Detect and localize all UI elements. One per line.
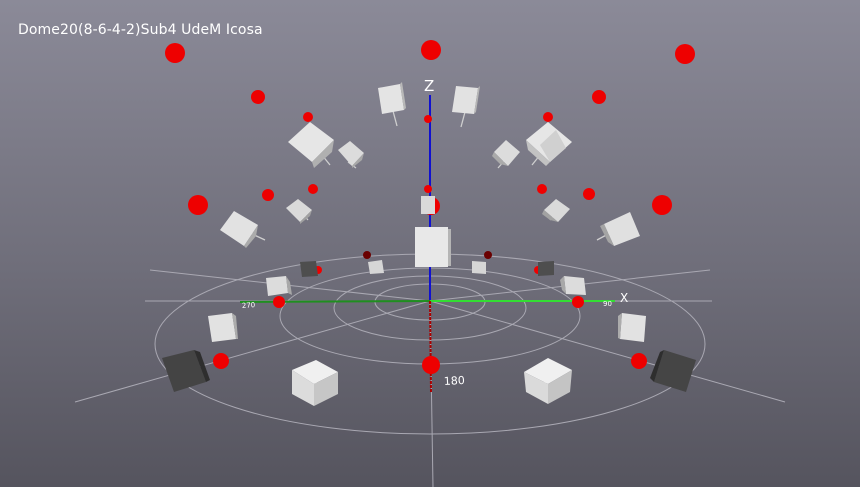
speaker-cube-dark-left[interactable] — [162, 350, 210, 392]
speaker-sphere-top-left[interactable] — [165, 43, 185, 63]
speaker-cubes-dark — [162, 261, 696, 392]
angle-label-left: 270 — [242, 301, 256, 310]
speaker-sphere-mid-inner-right[interactable] — [583, 188, 595, 200]
speaker-cube-low-back-left[interactable] — [368, 260, 384, 274]
speaker-sphere-back-dark-right[interactable] — [484, 251, 492, 259]
speaker-sphere-mid-back-right[interactable] — [537, 184, 547, 194]
speaker-sphere-center-back[interactable] — [424, 185, 432, 193]
speaker-cubes — [208, 82, 646, 406]
grid-radial-front — [429, 300, 434, 487]
grid-radial-left-front — [74, 300, 431, 403]
speaker-sphere-mid-left[interactable] — [188, 195, 208, 215]
speaker-sphere-upper-left[interactable] — [251, 90, 265, 104]
speaker-sphere-front-right[interactable] — [631, 353, 647, 369]
grid-radial-right-front — [429, 300, 786, 403]
speaker-cube-mid-inner-left[interactable] — [286, 199, 312, 224]
speaker-sphere-upper-right[interactable] — [592, 90, 606, 104]
speaker-cube-mid-inner-right[interactable] — [542, 199, 570, 222]
speaker-cube-dark-right[interactable] — [650, 350, 696, 392]
speaker-cube-dark-back-left[interactable] — [300, 261, 318, 277]
speaker-sphere-upper-inner-left[interactable] — [303, 112, 313, 122]
speaker-cube-upper-inner-left[interactable] — [338, 141, 364, 168]
x-axis-label: X — [620, 291, 628, 305]
speaker-sphere-upper-inner-right[interactable] — [543, 112, 553, 122]
speaker-cube-low-right[interactable] — [560, 276, 586, 295]
speaker-cube-side-right[interactable] — [618, 313, 646, 342]
speaker-cube-top-right[interactable] — [452, 86, 480, 114]
x-axis-negative — [239, 300, 431, 303]
y-axis — [429, 300, 432, 393]
angle-label-180: 180 — [443, 374, 465, 388]
speaker-sphere-top-right[interactable] — [675, 44, 695, 64]
speaker-sphere-zenith-back[interactable] — [424, 115, 432, 123]
speaker-cube-center-back[interactable] — [421, 196, 435, 214]
speaker-sphere-mid-back-left[interactable] — [308, 184, 318, 194]
speaker-sphere-top-center[interactable] — [421, 40, 441, 60]
dome-title: Dome20(8-6-4-2)Sub4 UdeM Icosa — [18, 22, 263, 38]
speaker-sphere-mid-inner-left[interactable] — [262, 189, 274, 201]
speaker-cube-front-right[interactable] — [524, 358, 572, 404]
angle-label-right: 90 — [603, 300, 612, 308]
speaker-cube-dark-back-right[interactable] — [538, 261, 554, 276]
speaker-sphere-front-center[interactable] — [422, 356, 440, 374]
speaker-cube-low-left[interactable] — [266, 276, 292, 296]
speaker-cube-side-left[interactable] — [208, 313, 238, 342]
z-axis-label: Z — [424, 77, 434, 95]
speaker-cube-low-back-right[interactable] — [472, 261, 486, 274]
speaker-cube-mid-left-large[interactable] — [220, 211, 258, 248]
speaker-sphere-front-left[interactable] — [213, 353, 229, 369]
speaker-cube-mid-right-large[interactable] — [600, 212, 640, 246]
speaker-cube-upper-left-large[interactable] — [288, 122, 334, 168]
speaker-cube-upper-right-large[interactable] — [526, 122, 572, 166]
speaker-sphere-back-dark-left[interactable] — [363, 251, 371, 259]
speaker-cube-front-left[interactable] — [292, 360, 338, 406]
speaker-cube-top-left[interactable] — [378, 82, 406, 114]
speaker-sphere-low-left[interactable] — [273, 296, 285, 308]
speaker-sphere-low-right[interactable] — [572, 296, 584, 308]
speaker-cube-upper-inner-right[interactable] — [492, 140, 520, 166]
speaker-cube-center[interactable] — [415, 227, 451, 267]
speaker-sphere-mid-right[interactable] — [652, 195, 672, 215]
